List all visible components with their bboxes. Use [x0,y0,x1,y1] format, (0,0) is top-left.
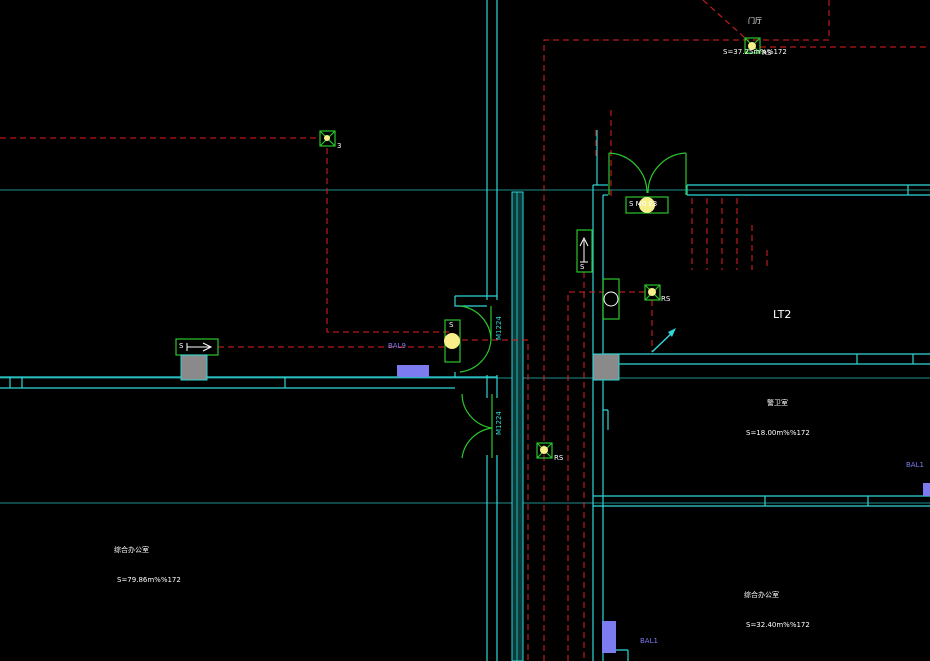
lamps [444,42,756,349]
leader-arrow-head [668,328,676,337]
tag-rs-2: RS [554,454,564,462]
lamp-5[interactable] [540,446,548,454]
axis-lines [0,189,930,504]
room-area-office-right: S=32.40m%%172 [746,621,810,629]
exit-sign-vertical[interactable] [576,229,593,273]
top-room-label: 门厅 [748,17,762,25]
jamb-1 [454,296,487,307]
room-title-guard: 警卫室 [767,399,788,407]
dist-box-bal1-right[interactable] [923,483,930,496]
door-arc-2 [461,393,493,429]
arrows [186,236,589,352]
panel-circle [603,291,619,307]
corridor-strip [511,191,524,661]
column-1 [180,354,208,381]
door-arc-5 [608,152,648,194]
tag-m3: S M0 E3 [629,200,658,208]
lamp-1[interactable] [444,333,460,349]
lamp-4[interactable] [648,288,656,296]
door-code-lower: M1224 [495,411,503,435]
dash-feed-5 [567,291,603,661]
room-label-lt2: LT2 [773,308,792,321]
device-x-box-4[interactable] [744,37,761,54]
panel-box[interactable] [602,278,620,320]
tag-s-exit: S [179,342,184,350]
tag-rs-1: RS [661,295,671,303]
door-code-upper: M1224 [495,316,503,340]
dist-box-bal9[interactable] [397,365,429,377]
device-x-box-1[interactable] [319,130,336,147]
lamp-3[interactable] [748,42,756,50]
top-room-area: S=37.25m%%172 [723,48,787,56]
distribution-boxes [397,365,930,653]
doors [459,152,687,459]
tag-bal9: BAL9 [388,342,406,350]
dist-box-bal1-bottom[interactable] [602,621,616,653]
device-x-box-2[interactable] [644,284,661,301]
room-area-guard: S=18.00m%%172 [746,429,810,437]
dash-feed-3 [452,339,529,661]
door-arc-3 [461,427,493,459]
tag-s-light: S [449,321,454,329]
door-arc-4 [459,339,492,373]
door-arc-6 [647,152,687,194]
tag-bal1-bottom: BAL1 [640,637,658,645]
room-area-office-left: S=79.86m%%172 [117,576,181,584]
tag-bal1-right: BAL1 [906,461,924,469]
room-title-office-left: 综合办公室 [114,546,149,554]
lamp-2[interactable] [639,197,655,213]
lamp-6[interactable] [324,135,330,141]
dash-feed-4 [543,0,830,661]
tag-rs-top: RS [762,49,772,57]
exit-arrow-right [186,342,213,352]
column-2 [592,353,620,381]
tag-s-vertical: S [580,263,585,271]
device-x-box-3[interactable] [536,442,553,459]
dash-feed-1 [326,148,452,333]
exit-arrow-up [579,236,589,263]
tag-3: 3 [337,142,342,150]
room-title-office-right: 综合办公室 [744,591,779,599]
